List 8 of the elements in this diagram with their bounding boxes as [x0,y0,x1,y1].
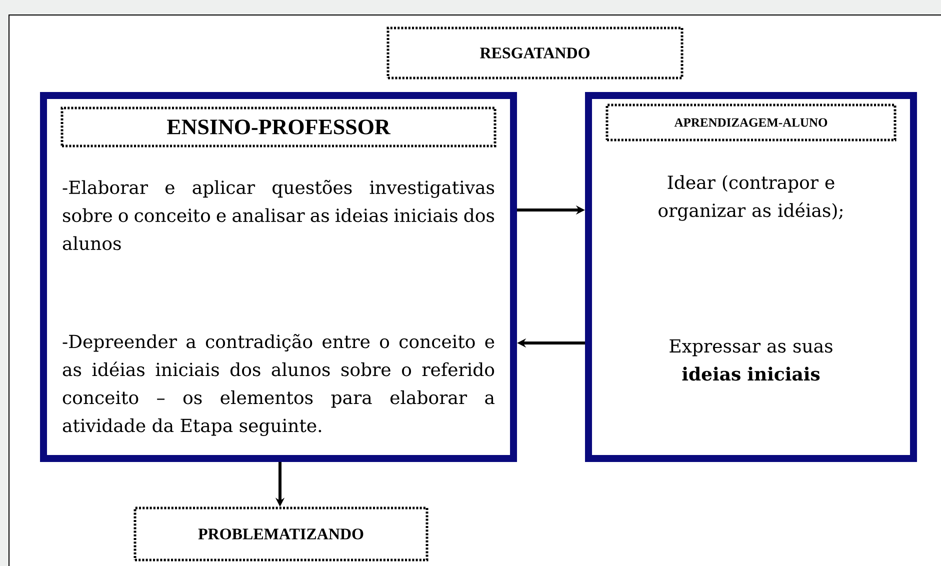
heading-box: ENSINO-PROFESSOR [60,106,496,148]
paragraph: Idear (contrapor e organizar as idéias); [658,175,842,221]
heading-box: RESGATANDO [386,26,684,80]
paragraph: -Elaborar e aplicar questões investigativas sobre o conceito e analisar as ideias iniciais dos alunos [62,180,494,250]
paragraph: Expressar as suas ideias iniciais [670,339,832,381]
heading-box: APRENDIZAGEM-ALUNO [606,104,896,142]
paragraph: -Depreender a contradição entre o conceito e as idéias iniciais dos alunos sobre o referido conceito – os elementos para elaborar a atividade da Etapa seguinte. [62,334,494,436]
heading-box: PROBLEMATIZANDO [134,506,428,562]
